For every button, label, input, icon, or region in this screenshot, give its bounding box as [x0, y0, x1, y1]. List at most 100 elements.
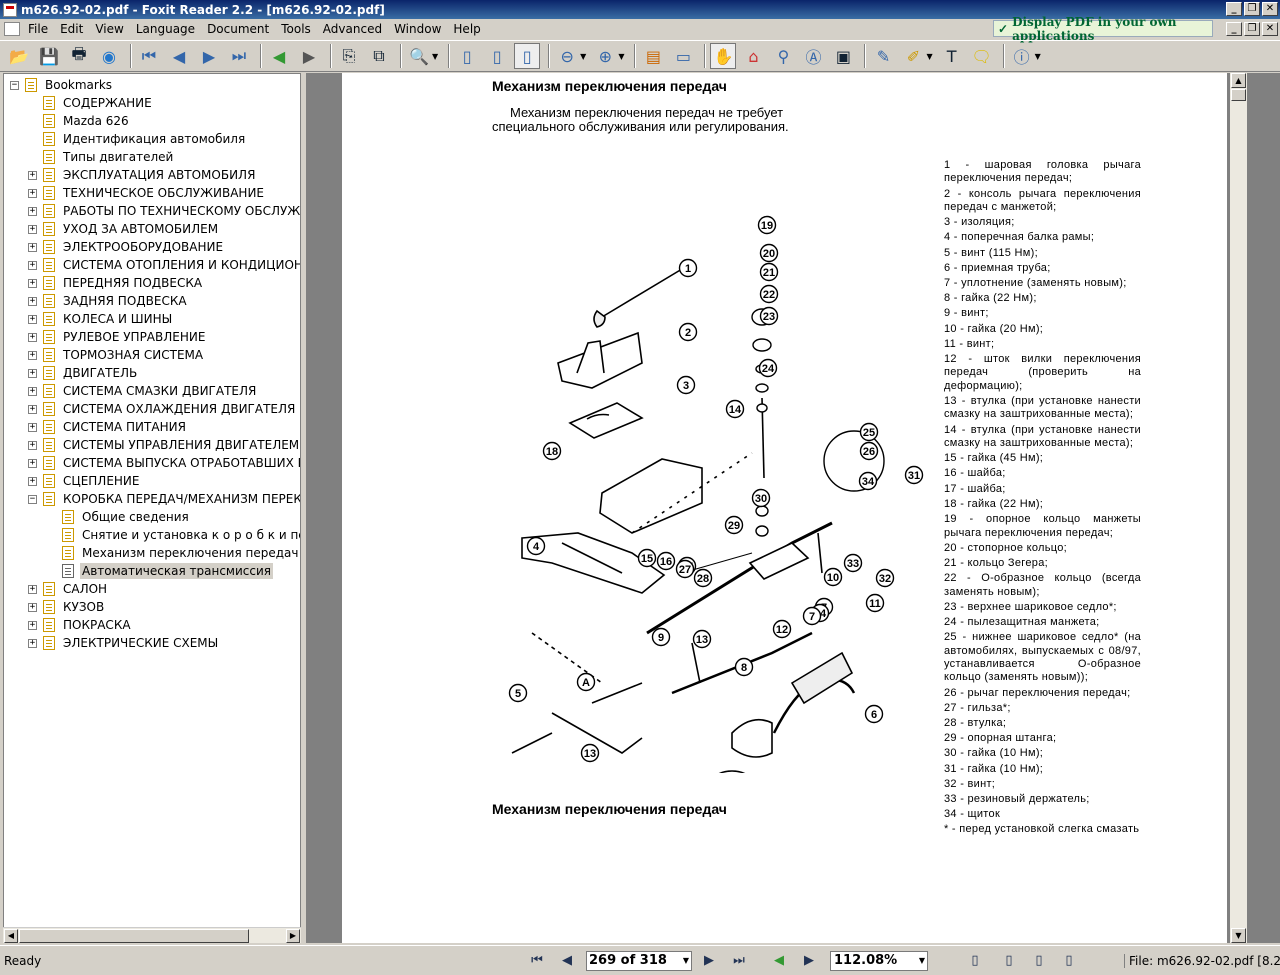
bookmark-item[interactable]: +КУЗОВ: [28, 598, 106, 616]
document-viewer[interactable]: Механизм переключения передач Механизм п…: [306, 73, 1280, 943]
web-icon[interactable]: ◉: [102, 46, 116, 66]
scroll-up-icon[interactable]: ▲: [1231, 73, 1246, 88]
prev-page-icon[interactable]: ◀: [562, 953, 572, 968]
back-icon[interactable]: ◀: [774, 953, 784, 968]
info-dropdown-icon[interactable]: ▼: [1034, 51, 1041, 61]
typewriter-icon[interactable]: Ⓐ: [805, 48, 822, 67]
back-icon[interactable]: ◀: [272, 46, 286, 66]
highlight-dropdown-icon[interactable]: ▼: [926, 51, 933, 61]
text-tool-icon[interactable]: T: [946, 46, 957, 66]
continuous-icon[interactable]: ▯: [492, 46, 502, 66]
highlight-icon[interactable]: ✐: [906, 46, 921, 66]
bookmark-item[interactable]: +ЭКСПЛУАТАЦИЯ АВТОМОБИЛЯ: [28, 166, 257, 184]
zoom-icon[interactable]: 🔍: [409, 46, 429, 66]
rotate-icon[interactable]: ⎘: [342, 46, 356, 65]
bookmark-item[interactable]: +СИСТЕМА ВЫПУСКА ОТРАБОТАВШИХ ГАЗ: [28, 454, 300, 472]
zoom-dropdown-icon[interactable]: ▼: [432, 51, 439, 61]
expand-icon[interactable]: +: [28, 349, 37, 360]
minimize-button[interactable]: _: [1226, 2, 1242, 16]
menu-window[interactable]: Window: [394, 22, 442, 36]
first-page-icon[interactable]: ⏮: [141, 46, 157, 65]
expand-icon[interactable]: +: [28, 583, 37, 594]
note-icon[interactable]: 🗨: [971, 46, 992, 66]
open-icon[interactable]: 📂: [9, 46, 29, 66]
bookmark-item[interactable]: +ПЕРЕДНЯЯ ПОДВЕСКА: [28, 274, 204, 292]
expand-icon[interactable]: +: [28, 637, 37, 648]
chevron-down-icon[interactable]: ▼: [682, 956, 689, 965]
prev-page-icon[interactable]: ◀: [172, 46, 186, 66]
bookmarks-hscrollbar[interactable]: ◀ ▶: [3, 927, 301, 943]
continuous-icon[interactable]: ▯: [1005, 953, 1013, 968]
bookmark-item[interactable]: Идентификация автомобиля: [28, 130, 247, 148]
menu-tools[interactable]: Tools: [281, 22, 311, 36]
annot-icon[interactable]: ✎: [876, 46, 891, 66]
bookmark-item[interactable]: СОДЕРЖАНИЕ: [28, 94, 154, 112]
info-icon[interactable]: ⓘ: [1013, 48, 1030, 67]
menu-help[interactable]: Help: [453, 22, 481, 36]
doc-minimize-button[interactable]: _: [1226, 22, 1242, 36]
panel-splitter[interactable]: [301, 73, 306, 943]
doc-restore-button[interactable]: ❐: [1244, 22, 1260, 36]
bookmark-item[interactable]: Автоматическая трансмиссия: [47, 562, 273, 580]
expand-icon[interactable]: +: [28, 331, 37, 342]
bookmark-item[interactable]: Mazda 626: [28, 112, 131, 130]
menu-view[interactable]: View: [95, 22, 124, 36]
bookmark-item[interactable]: +САЛОН: [28, 580, 109, 598]
bookmark-item[interactable]: +ЭЛЕКТРООБОРУДОВАНИЕ: [28, 238, 225, 256]
scroll-left-icon[interactable]: ◀: [4, 929, 18, 943]
expand-icon[interactable]: +: [28, 259, 37, 270]
expand-icon[interactable]: +: [28, 313, 37, 324]
zoom-out-icon[interactable]: ⊖: [560, 46, 574, 66]
bookmark-item[interactable]: Типы двигателей: [28, 148, 175, 166]
bookmark-item[interactable]: Механизм переключения передач: [47, 544, 300, 562]
scroll-down-icon[interactable]: ▼: [1231, 928, 1246, 943]
single-page-icon[interactable]: ▯: [971, 953, 979, 968]
doc-close-button[interactable]: ✕: [1262, 22, 1278, 36]
save-icon[interactable]: 💾: [39, 46, 59, 66]
promo-banner[interactable]: ✓Display PDF in your own applications: [993, 15, 1213, 43]
bookmark-item[interactable]: +ТЕХНИЧЕСКОЕ ОБСЛУЖИВАНИЕ: [28, 184, 266, 202]
expand-icon[interactable]: +: [28, 241, 37, 252]
scroll-right-icon[interactable]: ▶: [286, 929, 300, 943]
expand-icon[interactable]: +: [28, 169, 37, 180]
single-page-icon[interactable]: ▯: [462, 46, 472, 66]
forward-icon[interactable]: ▶: [804, 953, 814, 968]
bookmark-item[interactable]: +ЗАДНЯЯ ПОДВЕСКА: [28, 292, 189, 310]
bookmark-item[interactable]: +РАБОТЫ ПО ТЕХНИЧЕСКОМУ ОБСЛУЖИВ: [28, 202, 300, 220]
find-icon[interactable]: ⚲: [777, 46, 790, 66]
expand-icon[interactable]: +: [28, 421, 37, 432]
expand-icon[interactable]: +: [28, 439, 37, 450]
zoom-field[interactable]: 112.08%▼: [830, 951, 928, 971]
bookmark-item[interactable]: +СИСТЕМА СМАЗКИ ДВИГАТЕЛЯ: [28, 382, 258, 400]
next-page-icon[interactable]: ▶: [704, 953, 714, 968]
scroll-thumb[interactable]: [19, 929, 249, 943]
bookmark-item[interactable]: +СИСТЕМА ОХЛАЖДЕНИЯ ДВИГАТЕЛЯ: [28, 400, 297, 418]
expand-icon[interactable]: +: [28, 457, 37, 468]
last-page-icon[interactable]: ⏭: [733, 953, 745, 968]
collapse-icon[interactable]: −: [10, 79, 19, 90]
bookmark-item[interactable]: +СЦЕПЛЕНИЕ: [28, 472, 142, 490]
select-text-icon[interactable]: ⌂: [748, 46, 759, 66]
menu-edit[interactable]: Edit: [60, 22, 84, 36]
zoom-in-dropdown-icon[interactable]: ▼: [618, 51, 625, 61]
close-button[interactable]: ✕: [1262, 2, 1278, 16]
menu-advanced[interactable]: Advanced: [322, 22, 383, 36]
collapse-icon[interactable]: −: [28, 493, 37, 504]
facing-icon[interactable]: ▯: [1035, 953, 1043, 968]
bookmark-item[interactable]: −КОРОБКА ПЕРЕДАЧ/МЕХАНИЗМ ПЕРЕКЛЮ: [28, 490, 300, 508]
fit-width-icon[interactable]: ▭: [675, 46, 692, 66]
bookmark-item[interactable]: Общие сведения: [47, 508, 191, 526]
page-number-field[interactable]: 269 of 318▼: [586, 951, 692, 971]
bookmark-item[interactable]: +РУЛЕВОЕ УПРАВЛЕНИЕ: [28, 328, 207, 346]
expand-icon[interactable]: +: [28, 601, 37, 612]
restore-button[interactable]: ❐: [1244, 2, 1260, 16]
bookmark-item[interactable]: +СИСТЕМА ОТОПЛЕНИЯ И КОНДИЦИОНИР: [28, 256, 300, 274]
snapshot-icon[interactable]: ▣: [835, 46, 852, 66]
bookmark-item[interactable]: +ТОРМОЗНАЯ СИСТЕМА: [28, 346, 205, 364]
bookmark-item[interactable]: +СИСТЕМЫ УПРАВЛЕНИЯ ДВИГАТЕЛЕМ: [28, 436, 300, 454]
bookmark-item[interactable]: +ДВИГАТЕЛЬ: [28, 364, 139, 382]
scroll-thumb[interactable]: [1231, 89, 1246, 101]
bookmark-item[interactable]: +КОЛЕСА И ШИНЫ: [28, 310, 174, 328]
expand-icon[interactable]: +: [28, 619, 37, 630]
continuous-facing-icon[interactable]: ▯: [1065, 953, 1073, 968]
